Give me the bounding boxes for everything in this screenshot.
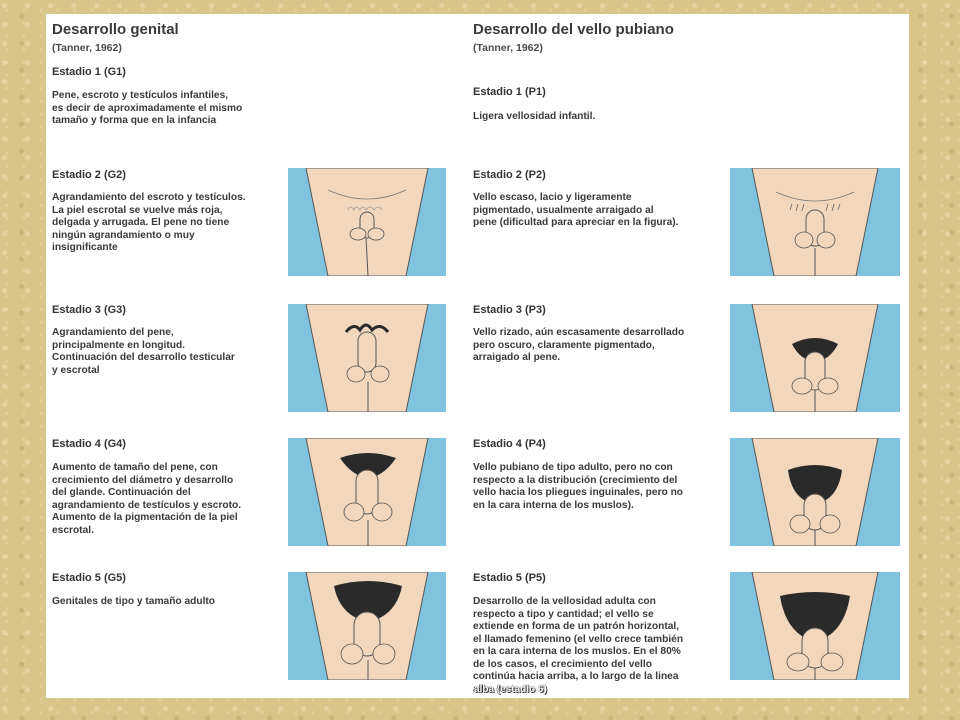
genital-stage-3-description: Agrandamiento del pene, principalmente e…: [52, 327, 235, 376]
genital-stage-5-description: Genitales de tipo y tamaño adulto: [52, 596, 216, 607]
pubic-section-citation: (Tanner, 1962): [473, 42, 543, 54]
genital-stage-4-description: Aumento de tamaño del pene, con crecimie…: [52, 462, 242, 536]
pubic-stage-1-description: Ligera vellosidad infantil.: [473, 111, 596, 122]
genital-stage-1-title: Estadio 1 (G1): [52, 66, 126, 78]
pubic-stage-3-illustration: [730, 304, 900, 412]
genital-stage-1-description: Pene, escroto y testículos infantiles, e…: [52, 90, 243, 126]
genital-stage-2-title: Estadio 2 (G2): [52, 169, 126, 181]
pubic-stage-3-title: Estadio 3 (P3): [473, 304, 546, 316]
genital-stage-3-illustration: [288, 304, 446, 412]
overlay-caption: alba (estadio 6): [474, 684, 547, 695]
genital-stage-3-title: Estadio 3 (G3): [52, 304, 126, 316]
genital-stage-4-title: Estadio 4 (G4): [52, 438, 126, 450]
pubic-stage-4-title: Estadio 4 (P4): [473, 438, 546, 450]
pubic-stage-3-description: Vello rizado, aún escasamente desarrolla…: [473, 327, 685, 363]
document-sheet: Desarrollo genital (Tanner, 1962) Estadi…: [46, 14, 909, 698]
genital-stage-5-title: Estadio 5 (G5): [52, 572, 126, 584]
genital-section-citation: (Tanner, 1962): [52, 42, 122, 54]
pubic-stage-2-illustration: [730, 168, 900, 276]
genital-section-title: Desarrollo genital: [52, 21, 179, 38]
pubic-stage-2-description: Vello escaso, lacio y ligeramente pigmen…: [473, 192, 679, 228]
genital-stage-2-description: Agrandamiento del escroto y testículos. …: [52, 192, 246, 253]
genital-stage-2-illustration: [288, 168, 446, 276]
pubic-stage-1-title: Estadio 1 (P1): [473, 86, 546, 98]
genital-stage-4-illustration: [288, 438, 446, 546]
pubic-stage-5-illustration: [730, 572, 900, 680]
genital-stage-5-illustration: [288, 572, 446, 680]
pubic-stage-5-title: Estadio 5 (P5): [473, 572, 546, 584]
pubic-stage-5-description: Desarrollo de la vellosidad adulta con r…: [473, 596, 684, 695]
pubic-section-title: Desarrollo del vello pubiano: [473, 21, 674, 38]
pubic-stage-2-title: Estadio 2 (P2): [473, 169, 546, 181]
pubic-stage-4-description: Vello pubiano de tipo adulto, pero no co…: [473, 462, 684, 511]
pubic-stage-4-illustration: [730, 438, 900, 546]
